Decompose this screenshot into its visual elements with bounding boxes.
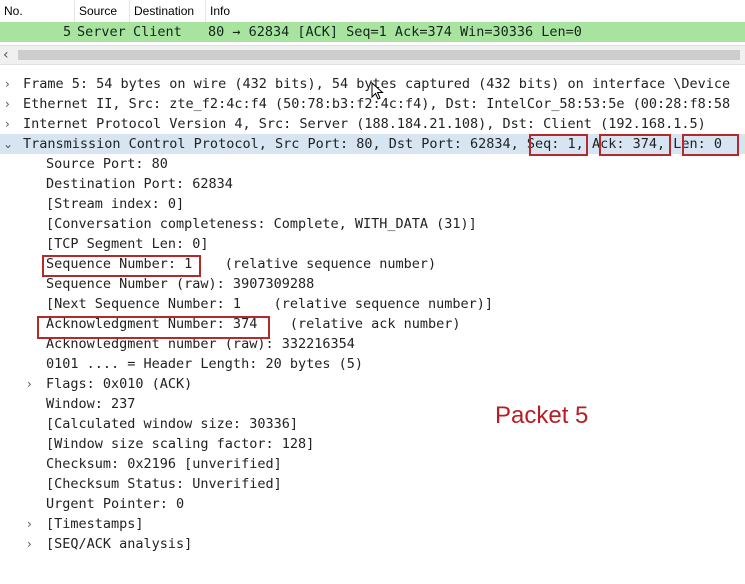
packet-list-header: No. Source Destination Info [0,0,745,23]
tree-item-tcp[interactable]: ⌄ Transmission Control Protocol, Src Por… [0,134,745,154]
scroll-left-arrow-icon[interactable]: ‹ [3,47,9,63]
chevron-right-icon[interactable]: › [27,377,32,391]
tree-item-frame[interactable]: › Frame 5: 54 bytes on wire (432 bits), … [5,76,731,92]
field-checksum[interactable]: Checksum: 0x2196 [unverified] [46,456,282,472]
tree-item-ip[interactable]: › Internet Protocol Version 4, Src: Serv… [5,116,706,132]
chevron-right-icon[interactable]: › [5,117,10,131]
chevron-down-icon[interactable]: ⌄ [3,137,14,151]
field-acknowledgment-number[interactable]: Acknowledgment Number: 374 (relative ack… [46,316,461,332]
column-destination[interactable]: Destination [130,0,206,22]
field-window-scaling-factor[interactable]: [Window size scaling factor: 128] [46,436,315,452]
packet-row-5[interactable]: 5 Server Client 80 → 62834 [ACK] Seq=1 A… [0,22,745,42]
column-source[interactable]: Source [75,0,130,22]
field-flags[interactable]: › Flags: 0x010 (ACK) [27,376,193,392]
field-conversation-completeness[interactable]: [Conversation completeness: Complete, WI… [46,216,477,232]
highlight-len-box [682,134,739,156]
field-stream-index[interactable]: [Stream index: 0] [46,196,185,212]
chevron-right-icon[interactable]: › [5,97,10,111]
field-checksum-status[interactable]: [Checksum Status: Unverified] [46,476,282,492]
field-source-port[interactable]: Source Port: 80 [46,156,168,172]
packet-no: 5 [63,24,72,40]
horizontal-scrollbar[interactable]: ‹ [0,45,745,65]
packet-annotation-label: Packet 5 [495,402,589,429]
mouse-cursor-icon [371,82,384,100]
field-header-length[interactable]: 0101 .... = Header Length: 20 bytes (5) [46,356,363,372]
field-sequence-number-raw[interactable]: Sequence Number (raw): 3907309288 [46,276,315,292]
chevron-right-icon[interactable]: › [5,77,10,91]
tree-item-ethernet[interactable]: › Ethernet II, Src: zte_f2:4c:f4 (50:78:… [5,96,731,112]
chevron-right-icon[interactable]: › [27,517,32,531]
highlight-acknowledgment-number-box [37,316,270,339]
field-acknowledgment-number-raw[interactable]: Acknowledgment number (raw): 332216354 [46,336,355,352]
field-timestamps[interactable]: › [Timestamps] [27,516,144,532]
field-urgent-pointer[interactable]: Urgent Pointer: 0 [46,496,185,512]
field-calculated-window-size[interactable]: [Calculated window size: 30336] [46,416,298,432]
packet-destination: Client [133,24,182,40]
field-seq-ack-analysis[interactable]: › [SEQ/ACK analysis] [27,536,193,552]
field-tcp-segment-len[interactable]: [TCP Segment Len: 0] [46,236,209,252]
highlight-seq-box [529,134,588,156]
column-no[interactable]: No. [0,0,75,22]
highlight-sequence-number-box [42,255,201,277]
packet-source: Server [77,24,126,40]
field-sequence-number[interactable]: Sequence Number: 1 (relative sequence nu… [46,256,437,272]
highlight-ack-box [599,134,671,156]
field-next-sequence-number[interactable]: [Next Sequence Number: 1 (relative seque… [46,296,494,312]
field-window[interactable]: Window: 237 [46,396,136,412]
scrollbar-thumb[interactable] [18,50,740,60]
field-destination-port[interactable]: Destination Port: 62834 [46,176,233,192]
column-info[interactable]: Info [210,4,231,18]
chevron-right-icon[interactable]: › [27,537,32,551]
packet-info: 80 → 62834 [ACK] Seq=1 Ack=374 Win=30336… [208,24,582,40]
